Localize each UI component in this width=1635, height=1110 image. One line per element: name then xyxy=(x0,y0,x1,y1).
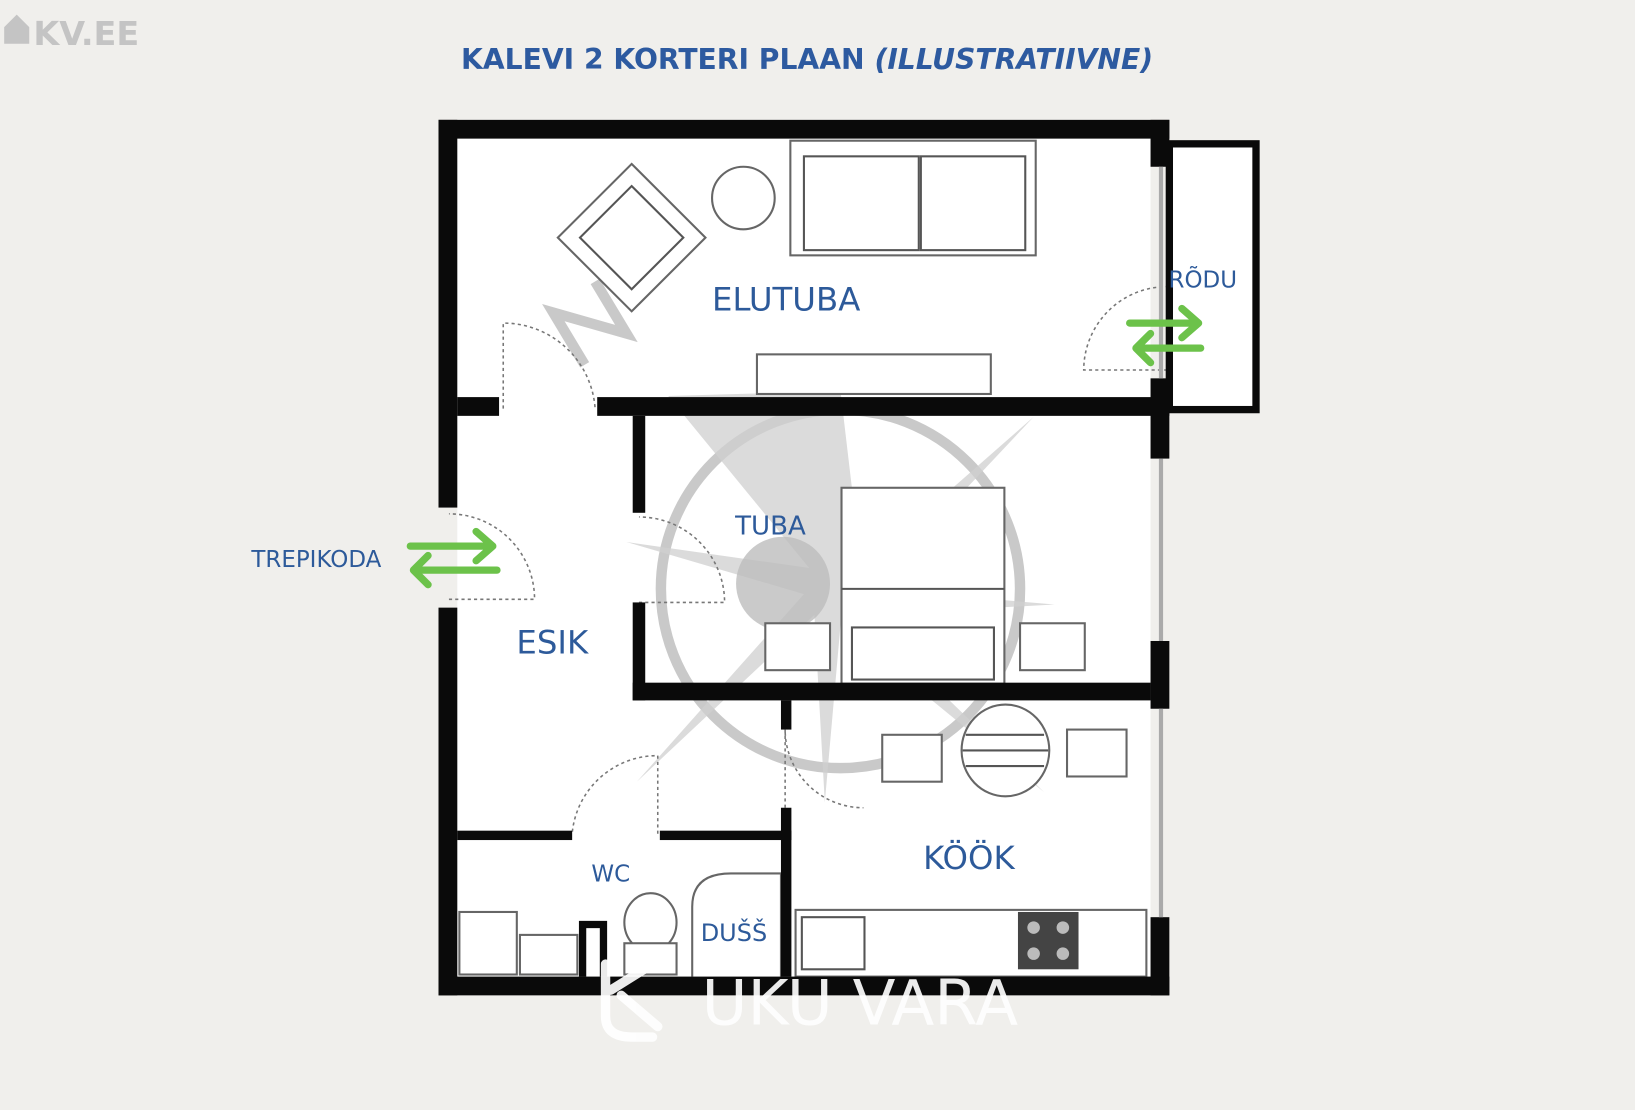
bed-icon xyxy=(840,486,1006,685)
walls xyxy=(438,119,1260,996)
room-label-bedroom: TUBA xyxy=(734,512,806,542)
balcony-access-arrow-icon xyxy=(1126,304,1205,367)
room-label-balcony: RÕDU xyxy=(1169,265,1238,294)
nightstand-icon xyxy=(764,622,832,672)
kitchen-counter-icon xyxy=(794,908,1148,978)
room-label-hall: ESIK xyxy=(516,624,589,662)
nightstand-icon xyxy=(1019,622,1086,672)
washing-machine-icon xyxy=(458,910,518,976)
shower-icon xyxy=(691,872,783,977)
toilet-icon xyxy=(623,892,678,976)
title-suffix: (ILLUSTRATIIVNE) xyxy=(874,43,1153,76)
uku-vara-watermark: UKU VARA xyxy=(600,959,1019,1042)
room-label-stairwell: TREPIKODA xyxy=(250,547,381,573)
chair-icon xyxy=(1065,728,1128,778)
kv-logo-text: KV.EE xyxy=(33,14,139,53)
entrance-arrow-icon xyxy=(406,527,501,589)
chair-icon xyxy=(881,733,943,783)
room-label-kitchen: KÖÖK xyxy=(923,839,1015,877)
room-label-living: ELUTUBA xyxy=(712,281,860,319)
room-label-wc: WC xyxy=(591,862,630,888)
watermark-text: UKU VARA xyxy=(702,967,1019,1040)
armchair-icon xyxy=(556,162,707,313)
side-table-icon xyxy=(711,165,776,231)
sofa-icon xyxy=(789,139,1037,257)
furniture xyxy=(458,139,1148,978)
dining-table-icon xyxy=(960,703,1051,798)
kv-logo: KV.EE xyxy=(4,14,139,53)
sink-icon xyxy=(518,933,579,976)
tv-stand-icon xyxy=(755,353,992,396)
title-main: KALEVI 2 KORTERI PLAAN xyxy=(461,43,865,76)
room-label-shower: DUŠŠ xyxy=(701,917,768,947)
doors xyxy=(448,285,1168,834)
page-title: KALEVI 2 KORTERI PLAAN (ILLUSTRATIIVNE) xyxy=(461,43,1153,76)
balcony-floor xyxy=(1169,143,1257,410)
